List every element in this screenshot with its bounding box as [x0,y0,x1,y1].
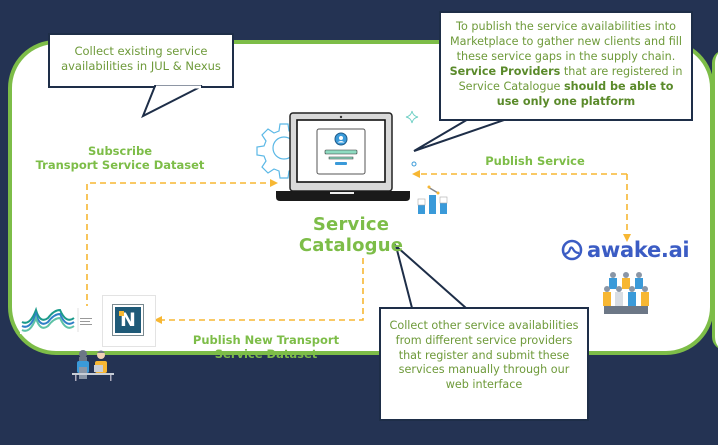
subscribe-arrowhead [270,179,278,187]
publish-new-dataset-label: Publish New Transport Service Dataset [192,333,340,361]
nexus-logo: N [102,295,156,347]
callout-marketplace: To publish the service availabilities in… [439,11,693,121]
awake-arrowhead [623,234,631,242]
subscribe-label: Subscribe Transport Service Dataset [35,144,205,172]
bar-chart-icon [417,185,448,214]
service-catalogue-title: Service Catalogue [298,214,404,256]
workers-desk-icon [72,350,114,381]
nexus-logo-letter: N [115,307,141,333]
awake-ai-logo: awake.ai [561,238,690,262]
callout-text: Collect existing service availabilities … [61,44,221,73]
subscribe-arrow-line [86,182,272,320]
awake-wave-icon [561,239,583,261]
awake-ai-wordmark: awake.ai [587,238,690,262]
people-group-icon [603,272,649,314]
publish-new-arrowhead [154,316,162,324]
jul-logo [20,306,96,334]
laptop-icon [276,112,410,201]
callout-existing-availabilities: Collect existing service availabilities … [48,33,234,88]
sparkle-icon [405,110,419,124]
publish-service-label: Publish Service [485,154,585,168]
publish-new-arrow-line [160,258,364,321]
adjacent-panel-edge [712,50,718,350]
small-circle-icon [411,161,417,167]
publish-service-arrowhead [412,170,420,178]
callout-other-availabilities: Collect other service availabilities fro… [379,307,589,421]
